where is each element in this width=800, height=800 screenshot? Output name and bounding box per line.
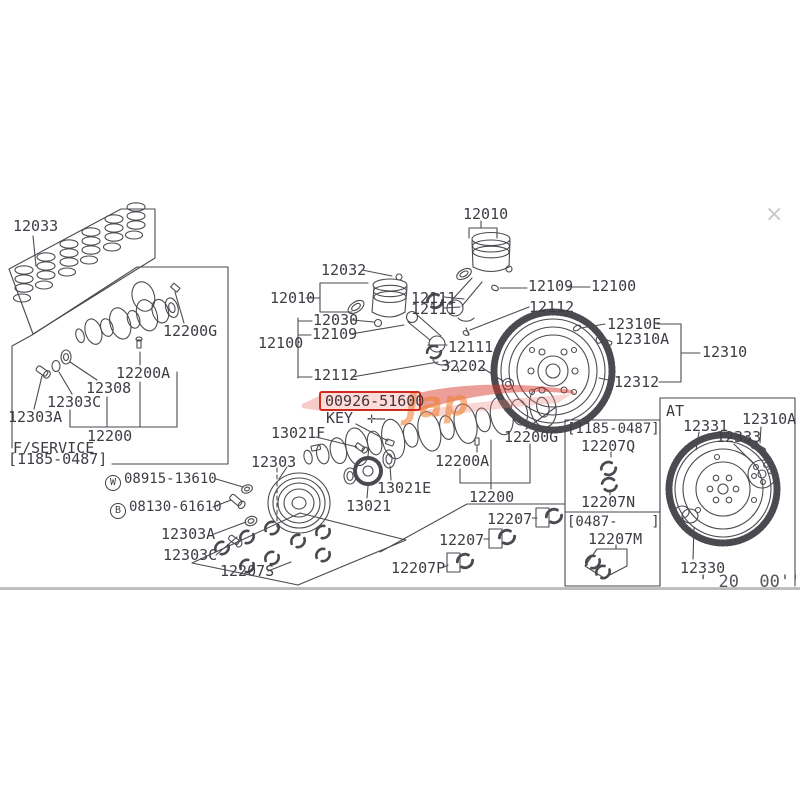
part-label-12207-2: 12207 [439, 531, 485, 549]
b-part-number: 08130-61610 [129, 499, 222, 515]
part-label-12312: 12312 [614, 373, 660, 391]
part-label-12207p: 12207P [391, 559, 446, 577]
part-label-12303-center: 12303 [251, 453, 297, 471]
leader-lines [32, 220, 762, 572]
part-label-12310e: 12310E [607, 315, 662, 333]
part-label-13021e: 13021E [377, 479, 432, 497]
bearing-set-12207s-drawing [191, 512, 407, 586]
part-label-12111-a: 12111 [411, 289, 457, 307]
part-label-12207n: 12207N [581, 493, 636, 511]
part-label-12330: 12330 [680, 559, 726, 577]
group-boxes [8, 208, 796, 587]
flywheel-mt-drawing [490, 308, 616, 434]
close-icon[interactable]: × [765, 202, 784, 227]
part-label-12033: 12033 [13, 217, 59, 235]
part-label-12207m: 12207M [588, 530, 643, 548]
part-label-12207q: 12207Q [581, 437, 636, 455]
part-label-32202: 32202 [441, 357, 487, 375]
w-part-number: 08915-13610 [124, 471, 217, 487]
label-at: AT [666, 402, 685, 420]
part-label-13021f: 13021F [271, 424, 326, 442]
part-label-12303a-bottom: 12303A [161, 525, 216, 543]
part-label-12207s: 12207S [220, 562, 275, 580]
part-label-12100-center: 12100 [258, 334, 304, 352]
part-label-12100-right: 12100 [591, 277, 637, 295]
part-label-12010-right: 12010 [463, 205, 509, 223]
part-label-12333: 12333 [716, 428, 762, 446]
part-label-12303c-left: 12303C [47, 393, 102, 411]
part-label-12111-b: 12111 [411, 300, 457, 318]
part-label-12109-center: 12109 [312, 325, 358, 343]
key-highlight-box [319, 391, 421, 411]
sprocket-drawing [343, 438, 396, 486]
part-label-13021: 13021 [346, 497, 392, 515]
flywheel-at-drawing [665, 431, 781, 547]
key-text: KEY [326, 409, 354, 427]
part-label-12111-c: 12111 [448, 338, 494, 356]
box-header-0487: [0487- ] [567, 514, 660, 530]
key-arrow-glyph: ✛– [367, 409, 386, 427]
label-f-service: F/SERVICE [13, 439, 95, 457]
w-symbol-icon: W [105, 475, 121, 491]
part-label-12200g-center: 12200G [504, 428, 559, 446]
pulley-hardware-drawing [228, 484, 258, 548]
connecting-rod-center-drawing [405, 310, 460, 373]
part-label-12032: 12032 [321, 261, 367, 279]
crankshaft-left-drawing [75, 281, 179, 345]
crankshaft-left-hardware [35, 282, 181, 379]
part-label-12109-right: 12109 [528, 277, 574, 295]
part-label-12112-center: 12112 [313, 366, 359, 384]
part-label-12310: 12310 [702, 343, 748, 361]
piston-center-drawing [347, 273, 408, 318]
part-label-12310a-at: 12310A [742, 410, 797, 428]
part-label-12010-center: 12010 [270, 289, 316, 307]
part-label-12200a-center: 12200A [435, 452, 490, 470]
part-label-12331: 12331 [683, 417, 729, 435]
part-label-12112-right: 12112 [529, 298, 575, 316]
label-f-service-range: [1185-0487] [8, 450, 108, 468]
label-key: KEY ✛– [326, 411, 385, 426]
part-label-12200-center: 12200 [469, 488, 515, 506]
clipped-code-fragment: ' 20 00'' [698, 574, 800, 588]
divider-line [0, 588, 800, 590]
part-label-12310a-top: 12310A [615, 330, 670, 348]
watermark-overlay: Jap [302, 383, 576, 428]
part-label-12308: 12308 [86, 379, 132, 397]
part-label-12200g-left: 12200G [163, 322, 218, 340]
piston-right-drawing [456, 231, 513, 281]
part-label-12200a-left: 12200A [116, 364, 171, 382]
b-symbol-icon: B [110, 503, 126, 519]
part-label-12303a-left: 12303A [8, 408, 63, 426]
crankshaft-center-drawing [303, 386, 557, 466]
part-label-12200-left: 12200 [87, 427, 133, 445]
watermark-text-svg: Jap [398, 383, 470, 428]
part-label-12303c-bottom: 12303C [163, 546, 218, 564]
part-label-12207-1: 12207 [487, 510, 533, 528]
pulley-drawing [267, 467, 331, 534]
piston-ring-set-drawing [12, 202, 146, 303]
box-header-1185-0487: [1185-0487] [567, 421, 660, 437]
part-label-12030: 12030 [313, 311, 359, 329]
part-label-key-00926-51600: 00926-51600 [325, 392, 425, 410]
pilot-bush-drawing [501, 377, 515, 391]
